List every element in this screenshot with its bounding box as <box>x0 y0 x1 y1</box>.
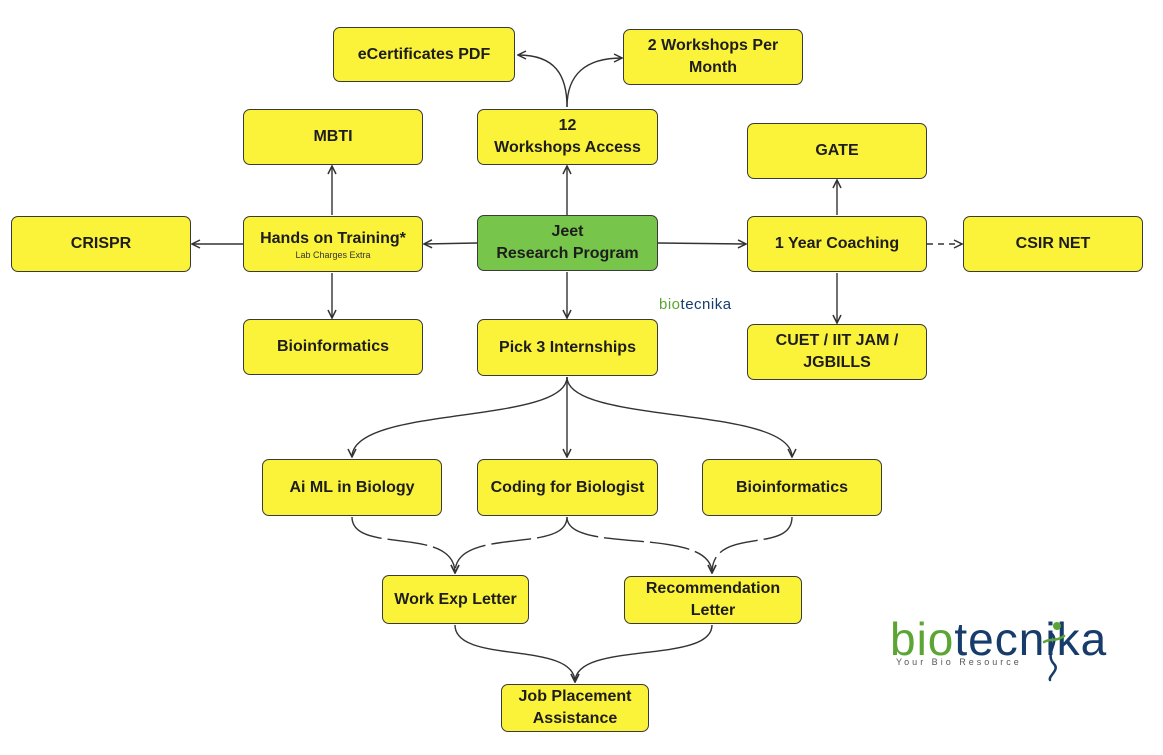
mbti-label: MBTI <box>313 128 353 145</box>
arrow-center-to-coaching <box>657 243 746 244</box>
ai-ml-node: Ai ML in Biology <box>262 459 442 516</box>
cuet-line2: JGBILLS <box>803 354 871 371</box>
bioinformatics-left-label: Bioinformatics <box>276 338 389 355</box>
arrow-bioinfo-to-recommendation <box>712 516 793 573</box>
one-year-coaching-node: 1 Year Coaching <box>747 216 927 272</box>
coding-node: Coding for Biologist <box>477 459 658 516</box>
pick-internships-node: Pick 3 Internships <box>477 319 658 376</box>
arrow-internships-to-aiml <box>352 376 568 457</box>
gate-label: GATE <box>815 142 859 159</box>
ai-ml-label: Ai ML in Biology <box>289 478 415 496</box>
bioinformatics-internship-label: Bioinformatics <box>735 478 848 496</box>
workshops-per-month-line1: 2 Workshops Per <box>647 37 779 54</box>
crispr-node: CRISPR <box>11 216 191 272</box>
biotecnika-watermark-small: biotecnika <box>659 296 732 313</box>
pick-internships-label: Pick 3 Internships <box>499 338 636 356</box>
bioinformatics-left-node: Bioinformatics <box>243 319 423 375</box>
lab-charges-note: Lab Charges Extra <box>295 250 371 260</box>
mbti-node: MBTI <box>243 109 423 165</box>
workshops-per-month-line2: Month <box>689 59 737 76</box>
arrow-workexp-to-job <box>454 624 575 682</box>
job-placement-line1: Job Placement <box>518 688 632 705</box>
biotecnika-figure-icon <box>1042 622 1066 682</box>
workshops-access-line1: 12 <box>558 117 577 134</box>
arrow-workshops-to-permonth <box>566 58 622 108</box>
cuet-node: CUET / IIT JAM / JGBILLS <box>747 324 927 380</box>
hands-on-training-node: Hands on Training* Lab Charges Extra <box>243 216 423 272</box>
jeet-research-program-node: Jeet Research Program <box>477 215 658 271</box>
arrow-internships-to-bioinfo <box>566 376 792 457</box>
coding-label: Coding for Biologist <box>490 478 645 496</box>
recommendation-line1: Recommendation <box>645 580 781 597</box>
work-exp-letter-node: Work Exp Letter <box>382 575 529 624</box>
workshops-access-node: 12 Workshops Access <box>477 109 658 165</box>
recommendation-line2: Letter <box>690 602 736 619</box>
ecertificates-label: eCertificates PDF <box>357 45 491 63</box>
one-year-coaching-label: 1 Year Coaching <box>774 235 900 252</box>
job-placement-node: Job Placement Assistance <box>501 684 649 732</box>
arrow-coding-to-recommendation <box>566 516 712 573</box>
job-placement-line2: Assistance <box>532 710 618 727</box>
biotecnika-tagline: Your Bio Resource <box>896 657 1022 667</box>
jeet-line1: Jeet <box>551 223 584 240</box>
biotecnika-logo: biotecnika <box>890 613 1108 665</box>
ecertificates-node: eCertificates PDF <box>333 27 515 82</box>
hands-on-training-label: Hands on Training* <box>260 230 406 247</box>
workshops-per-month-node: 2 Workshops Per Month <box>623 29 803 85</box>
arrow-center-to-handson <box>424 243 478 244</box>
gate-node: GATE <box>747 123 927 179</box>
arrow-workshops-to-ecert <box>518 55 568 108</box>
csir-net-node: CSIR NET <box>963 216 1143 272</box>
jeet-line2: Research Program <box>496 245 639 262</box>
workshops-access-line2: Workshops Access <box>494 139 641 156</box>
work-exp-letter-label: Work Exp Letter <box>394 590 517 608</box>
arrow-coding-to-workexp <box>455 516 568 573</box>
recommendation-letter-node: Recommendation Letter <box>624 576 802 624</box>
bioinformatics-internship-node: Bioinformatics <box>702 459 882 516</box>
cuet-line1: CUET / IIT JAM / <box>775 332 899 349</box>
arrow-aiml-to-workexp <box>351 516 455 573</box>
arrow-recommendation-to-job <box>575 624 713 682</box>
csir-net-label: CSIR NET <box>1015 235 1091 252</box>
crispr-label: CRISPR <box>70 235 132 252</box>
